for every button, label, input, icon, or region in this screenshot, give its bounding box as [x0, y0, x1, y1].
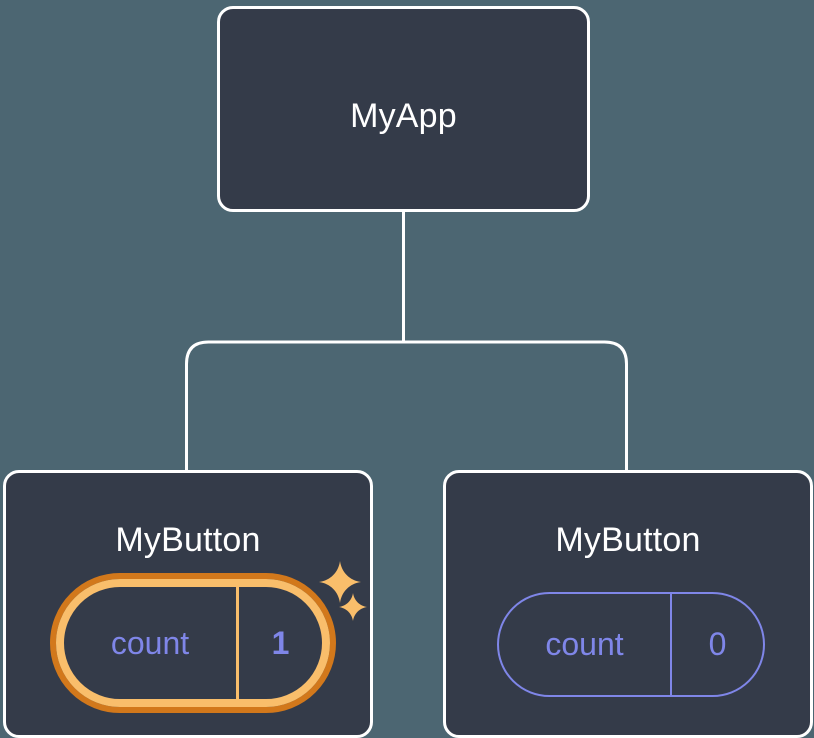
node-mybutton-1-label: MyButton: [555, 521, 701, 559]
node-mybutton-0[interactable]: MyButton count 1: [3, 470, 373, 738]
state-pill-count[interactable]: count 0: [497, 592, 765, 697]
sparkle-icon-large: [319, 561, 361, 603]
state-value-label-0: 1: [236, 587, 322, 699]
node-mybutton-1[interactable]: MyButton count 0: [443, 470, 813, 738]
state-pill-count-updated[interactable]: count 1: [50, 573, 336, 713]
state-pill-inner-ring: count 1: [56, 579, 330, 707]
state-value-label-1: 0: [670, 594, 763, 695]
node-myapp-label: MyApp: [350, 97, 457, 135]
state-key-label-1: count: [545, 626, 624, 662]
node-mybutton-0-label: MyButton: [115, 521, 261, 559]
state-key-label-0: count: [110, 624, 190, 661]
edge-branch-bar: [185, 340, 628, 470]
sparkle-icon-small: [339, 593, 367, 621]
node-myapp[interactable]: MyApp: [217, 6, 590, 212]
